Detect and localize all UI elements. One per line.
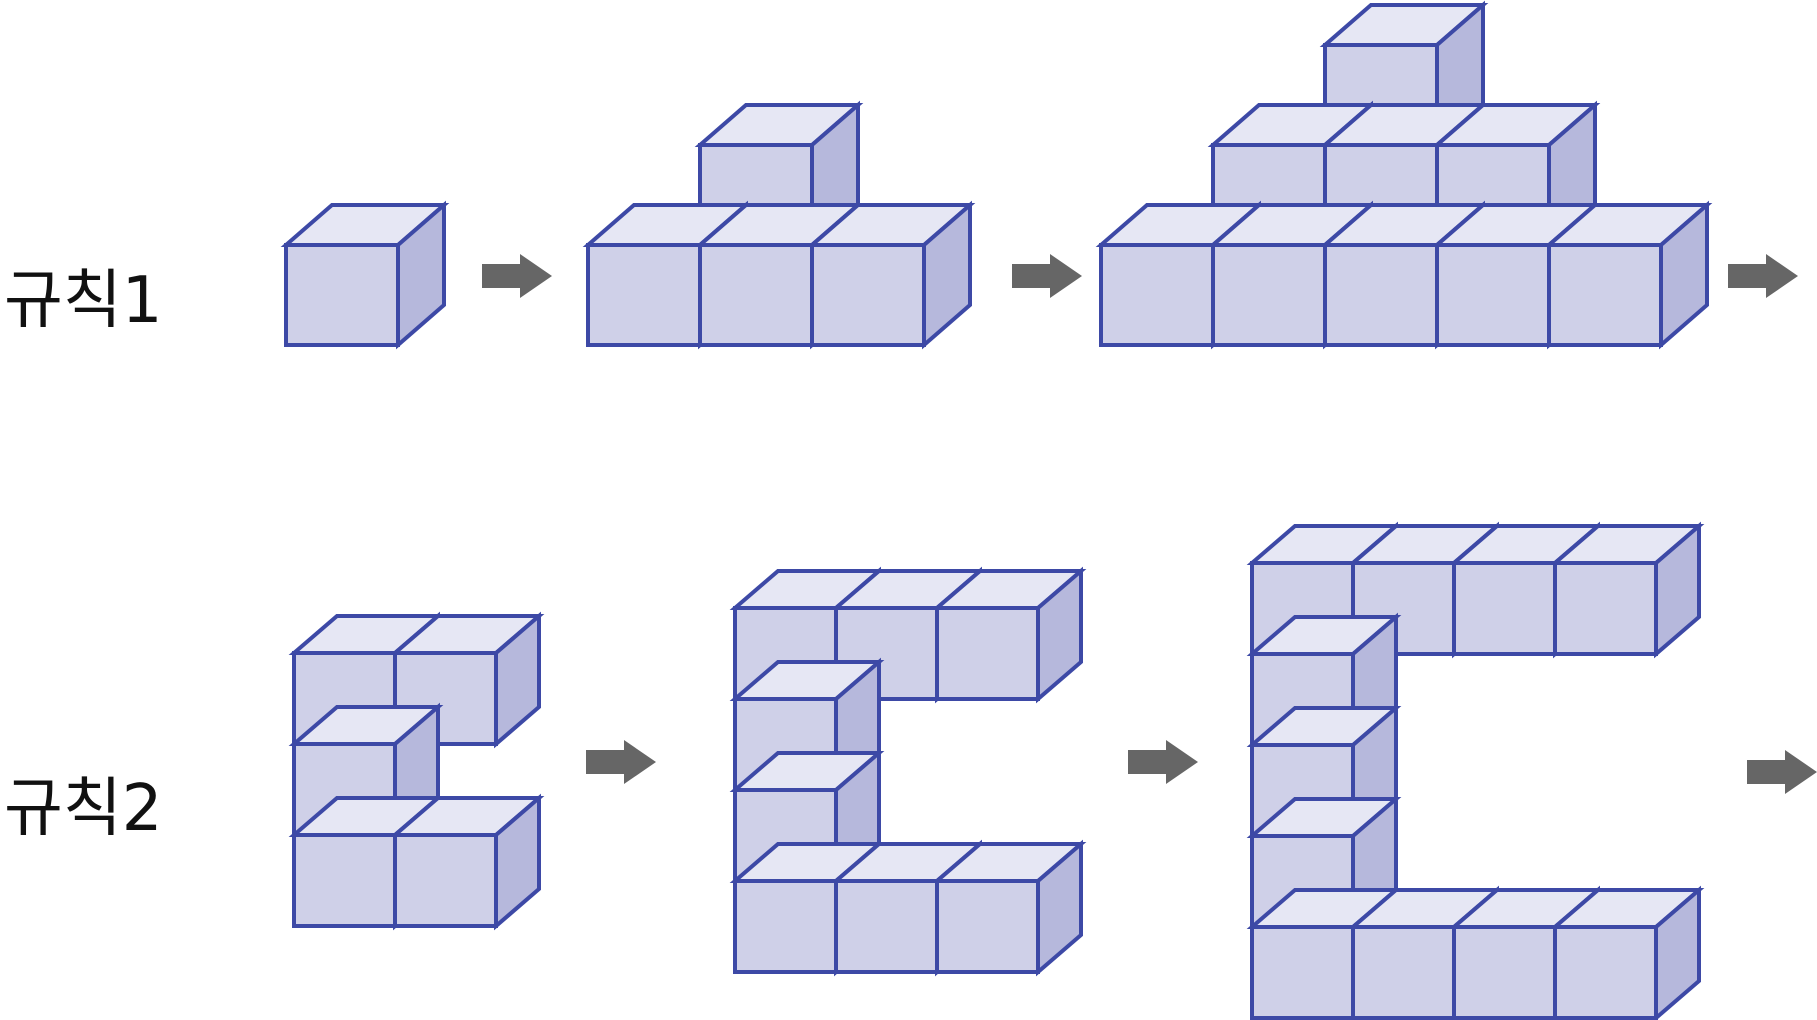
cube-front-face bbox=[1547, 243, 1663, 347]
cube-front-face bbox=[1099, 243, 1215, 347]
rule-2-step-1 bbox=[288, 611, 545, 931]
cube bbox=[280, 200, 450, 350]
rule-1-step-1 bbox=[280, 200, 450, 350]
rule-2-arrow-3 bbox=[1747, 750, 1817, 794]
cube-front-face bbox=[834, 879, 939, 974]
cube bbox=[931, 839, 1087, 977]
cube-front-face bbox=[393, 833, 498, 928]
rule-2-step-2 bbox=[729, 566, 1087, 977]
rule-1-arrow-3 bbox=[1728, 254, 1798, 298]
rule-1-label: 규칙1 bbox=[4, 264, 162, 338]
cube bbox=[806, 200, 976, 350]
cube-front-face bbox=[810, 243, 926, 347]
cube-front-face bbox=[1553, 925, 1658, 1020]
cube-front-face bbox=[698, 243, 814, 347]
cube-front-face bbox=[1452, 925, 1557, 1020]
cube-front-face bbox=[1211, 243, 1327, 347]
cube-front-face bbox=[733, 879, 838, 974]
cube bbox=[1549, 885, 1705, 1020]
rule-2-arrow-1 bbox=[586, 740, 656, 784]
rule-2-label: 규칙2 bbox=[4, 772, 162, 846]
rule-2-arrow-2 bbox=[1128, 740, 1198, 784]
rule-1-step-2 bbox=[582, 100, 976, 350]
cube-front-face bbox=[1452, 561, 1557, 656]
cube bbox=[389, 793, 545, 931]
cube bbox=[1549, 521, 1705, 659]
cube-front-face bbox=[1351, 925, 1456, 1020]
cube-front-face bbox=[1323, 243, 1439, 347]
rule-2-step-3 bbox=[1246, 521, 1705, 1020]
cube-front-face bbox=[1250, 925, 1355, 1020]
cube bbox=[1543, 200, 1713, 350]
cube-front-face bbox=[586, 243, 702, 347]
cube-front-face bbox=[292, 833, 397, 928]
cube-front-face bbox=[1553, 561, 1658, 656]
rule-1-arrow-1 bbox=[482, 254, 552, 298]
cube-front-face bbox=[935, 879, 1040, 974]
cube-front-face bbox=[1435, 243, 1551, 347]
cube bbox=[931, 566, 1087, 704]
cube-front-face bbox=[935, 606, 1040, 701]
cube-front-face bbox=[284, 243, 400, 347]
rule-1-arrow-2 bbox=[1012, 254, 1082, 298]
rule-1-step-3 bbox=[1095, 0, 1713, 350]
